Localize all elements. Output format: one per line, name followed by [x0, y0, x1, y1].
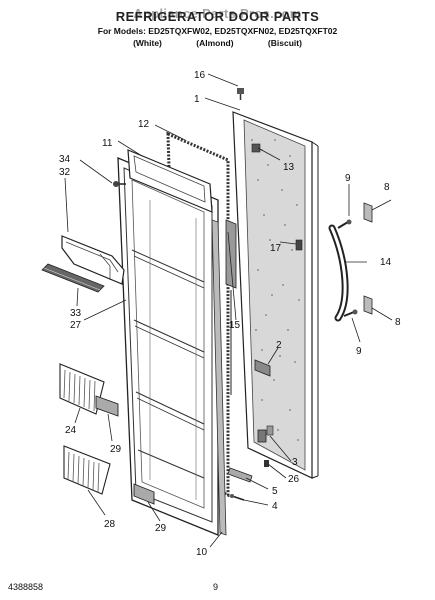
callout-8-lower: 8: [395, 317, 401, 328]
screw-16: [237, 88, 244, 100]
models-line: For Models: ED25TQXFW02, ED25TQXFN02, ED…: [97, 26, 338, 36]
callout-33: 33: [70, 308, 82, 319]
dispenser-cover-32: [61, 235, 125, 285]
callout-labels: 16 1 12 11 13 34 32 9 8 14 17 15 2 33 27…: [59, 70, 401, 558]
callout-24: 24: [65, 425, 77, 436]
page-number: 9: [213, 582, 219, 592]
callout-5: 5: [272, 486, 278, 497]
callout-11: 11: [102, 138, 113, 149]
handle-cap-8-lower: [363, 295, 373, 315]
callout-15: 15: [229, 320, 241, 331]
callout-13: 13: [283, 162, 295, 173]
callout-10: 10: [196, 547, 208, 558]
callout-12: 12: [138, 119, 150, 130]
callout-32: 32: [59, 167, 71, 178]
color-labels: (White) (Almond) (Biscuit): [0, 38, 435, 48]
callout-29-upper: 29: [110, 444, 122, 455]
callout-17: 17: [270, 243, 282, 254]
callout-8-upper: 8: [384, 182, 390, 193]
callout-1: 1: [194, 94, 200, 105]
trim-strip-10: [211, 219, 227, 536]
door-bin-28: [63, 445, 111, 495]
callout-3: 3: [292, 457, 298, 468]
page-title: REFRIGERATOR DOOR PARTS: [115, 9, 320, 24]
door-handle-14: [328, 224, 349, 322]
leader-lines: [64, 73, 393, 548]
door-bin-24: [59, 363, 105, 415]
outer-door-panel: [232, 111, 319, 479]
callout-26: 26: [288, 474, 300, 485]
callout-4: 4: [272, 501, 278, 512]
bin-support-29-lower: [133, 483, 155, 505]
callout-27: 27: [70, 320, 82, 331]
screw-4: [230, 494, 245, 501]
color-almond: (Almond): [196, 38, 234, 48]
callout-2: 2: [276, 340, 282, 351]
callout-29-lower: 29: [155, 523, 167, 534]
document-id: 4388858: [8, 582, 44, 592]
watermark-text: Appliance Parts Pros.com: [133, 6, 302, 21]
callout-9-upper: 9: [345, 173, 351, 184]
callout-9-lower: 9: [356, 346, 362, 357]
handle-screw-9-lower: [343, 309, 358, 317]
hinge-pin-5: [227, 467, 253, 483]
callout-16: 16: [194, 70, 206, 81]
clip-13: [251, 143, 261, 153]
color-white: (White): [133, 38, 162, 48]
screw-34: [113, 181, 126, 187]
clip-17: [295, 239, 303, 251]
color-biscuit: (Biscuit): [267, 38, 302, 48]
callout-28: 28: [104, 519, 116, 530]
callout-34: 34: [59, 154, 71, 165]
part-26: [264, 460, 269, 467]
bracket-2: [254, 359, 271, 377]
bottom-hinge-3: [257, 425, 274, 443]
callout-14: 14: [380, 257, 392, 268]
drip-tray-33: [41, 263, 105, 293]
handle-screw-9-upper: [337, 219, 352, 229]
handle-cap-8-upper: [363, 202, 373, 223]
inner-door-liner-27: [117, 157, 219, 536]
dispenser-frame-11: [127, 149, 213, 213]
bin-support-29-upper: [95, 395, 119, 417]
